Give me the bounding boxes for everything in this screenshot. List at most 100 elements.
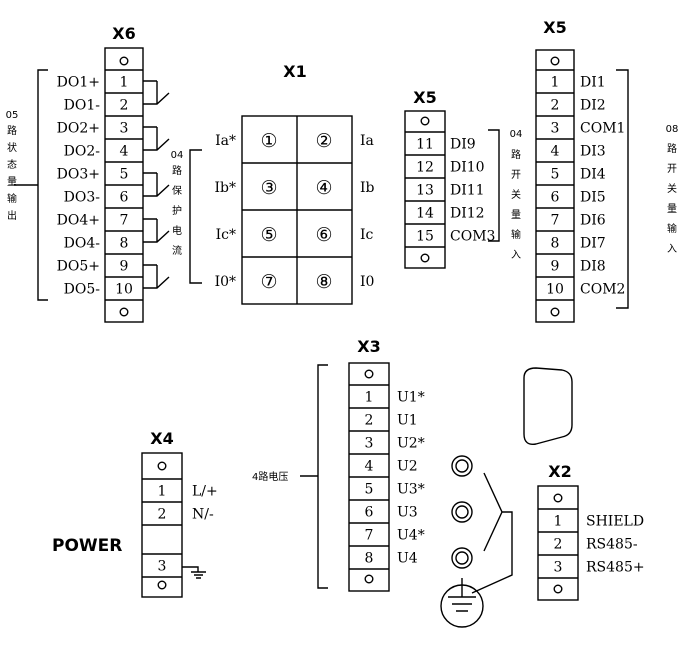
x6-bottom-screw-icon [119, 307, 129, 317]
x3-terminal-number: 8 [365, 551, 374, 567]
x1-cell: ① [260, 130, 277, 152]
x5b-terminal-number: 3 [551, 121, 560, 137]
x5b-side-char: 输 [667, 222, 677, 235]
x6-terminal-number: 3 [120, 121, 129, 137]
x1-cell: ③ [260, 177, 277, 199]
x4-top-screw-icon [157, 461, 167, 471]
x1-left-label: Ib* [215, 180, 237, 196]
x6-header: X6 [112, 24, 135, 43]
x5a-terminal-label: DI10 [450, 160, 485, 176]
x1-cell: ⑧ [315, 271, 332, 293]
x5b-terminal-label: DI6 [580, 213, 606, 229]
x5a-side-char: 开 [511, 170, 521, 181]
x5a-terminal-label: DI12 [450, 206, 485, 222]
x5b-terminal-number: 6 [551, 190, 560, 206]
x6-terminal-number: 5 [120, 167, 129, 183]
x3-terminal-number: 3 [365, 436, 374, 452]
x5b-side-char: 路 [667, 142, 677, 155]
x3-terminal-label: U3 [397, 505, 418, 521]
x6-top-screw-icon [119, 56, 129, 66]
x6-side-char: 态 [7, 158, 17, 171]
x6-side-number: 05 [6, 110, 19, 121]
x5a-side-char: 关 [511, 188, 521, 201]
x6-terminal-number: 4 [120, 144, 129, 160]
x5b-terminal-number: 2 [551, 98, 560, 114]
x5b-terminal-label: COM2 [580, 282, 625, 298]
x5a-terminal-number: 12 [416, 160, 434, 176]
x3-terminal-label: U3* [397, 482, 425, 498]
x1-left-label: Ia* [215, 133, 236, 149]
x5b-side-char: 开 [667, 164, 677, 175]
x1-side-char: 路 [172, 164, 182, 177]
x3-terminal-label: U4 [397, 551, 418, 567]
x6-bracket [14, 69, 48, 301]
power-label: POWER [52, 536, 122, 556]
coax-sockets [451, 455, 513, 594]
x1-side-char: 流 [172, 244, 182, 257]
x6-terminal-number: 7 [120, 213, 129, 229]
x6-relay-contacts [143, 80, 170, 289]
x5a-terminal-number: 13 [416, 183, 434, 199]
x5b-terminal-label: DI2 [580, 98, 606, 114]
x1-left-label: Ic* [216, 227, 236, 243]
x5b-terminal-number: 8 [551, 236, 560, 252]
x5a-bracket [488, 129, 500, 242]
x6-terminal-label: DO1- [64, 98, 101, 114]
x1-cell: ⑥ [315, 224, 332, 246]
x5a-terminal-number: 11 [416, 137, 434, 153]
x5a-terminal-number: 14 [416, 206, 434, 222]
x4-terminal-label: N/- [192, 507, 214, 523]
x6-terminal-label: DO1+ [57, 75, 100, 91]
x3-terminal-label: U1 [397, 413, 418, 429]
x2-bottom-screw-icon [553, 584, 563, 594]
db9-connector-icon [523, 367, 573, 445]
x5b-terminal-label: DI8 [580, 259, 606, 275]
x5b-side-char: 关 [667, 182, 677, 195]
x1-cell: ⑦ [260, 271, 277, 293]
x6-terminal-number: 1 [120, 75, 129, 91]
x5a-terminal-label: DI11 [450, 183, 485, 199]
x1-side-char: 电 [172, 224, 182, 237]
x5b-terminal-number: 5 [551, 167, 560, 183]
x5a-top-screw-icon [420, 116, 430, 126]
x2-terminal-number: 2 [554, 537, 563, 553]
x6-terminal-label: DO2- [64, 144, 101, 160]
x5b-header: X5 [543, 18, 566, 37]
x6-terminal-number: 6 [120, 190, 129, 206]
x4-header: X4 [150, 429, 173, 448]
x5a-terminal-label: DI9 [450, 137, 476, 153]
x3-terminal-label: U1* [397, 390, 425, 406]
x5b-terminal-number: 10 [546, 282, 564, 298]
x6-side-char: 输 [7, 192, 17, 205]
x2-terminal-number: 1 [554, 514, 563, 530]
x1-right-label: I0 [360, 274, 374, 290]
x6-terminal-label: DO3+ [57, 167, 100, 183]
x1-side-char: 护 [172, 204, 182, 217]
x5b-top-screw-icon [550, 56, 560, 66]
x6-side-char: 路 [7, 124, 17, 137]
x4-bottom-screw-icon [157, 580, 167, 590]
x5b-terminal-label: DI3 [580, 144, 606, 160]
x2-top-screw-icon [553, 493, 563, 503]
x5b-terminal-number: 1 [551, 75, 560, 91]
x1-right-label: Ib [360, 180, 375, 196]
x5b-terminal-number: 7 [551, 213, 560, 229]
x4-terminal-number: 3 [158, 559, 167, 575]
ground-small-icon [182, 566, 206, 579]
x3-terminal-number: 5 [365, 482, 374, 498]
x6-block: X6 1DO1+2DO1-3DO2+4DO2-5DO3+6DO3-7DO4+8D… [6, 24, 170, 323]
x5a-side-char: 路 [511, 148, 521, 161]
x3-terminal-label: U2 [397, 459, 418, 475]
x3-terminal-number: 7 [365, 528, 374, 544]
x5b-bottom-screw-icon [550, 307, 560, 317]
x6-terminal-number: 10 [115, 282, 133, 298]
x5b-terminal-number: 4 [551, 144, 560, 160]
x5b-terminal-number: 9 [551, 259, 560, 275]
x2-terminal-label: SHIELD [586, 514, 644, 530]
x3-terminal-number: 4 [365, 459, 374, 475]
x5b-terminal-label: DI7 [580, 236, 606, 252]
